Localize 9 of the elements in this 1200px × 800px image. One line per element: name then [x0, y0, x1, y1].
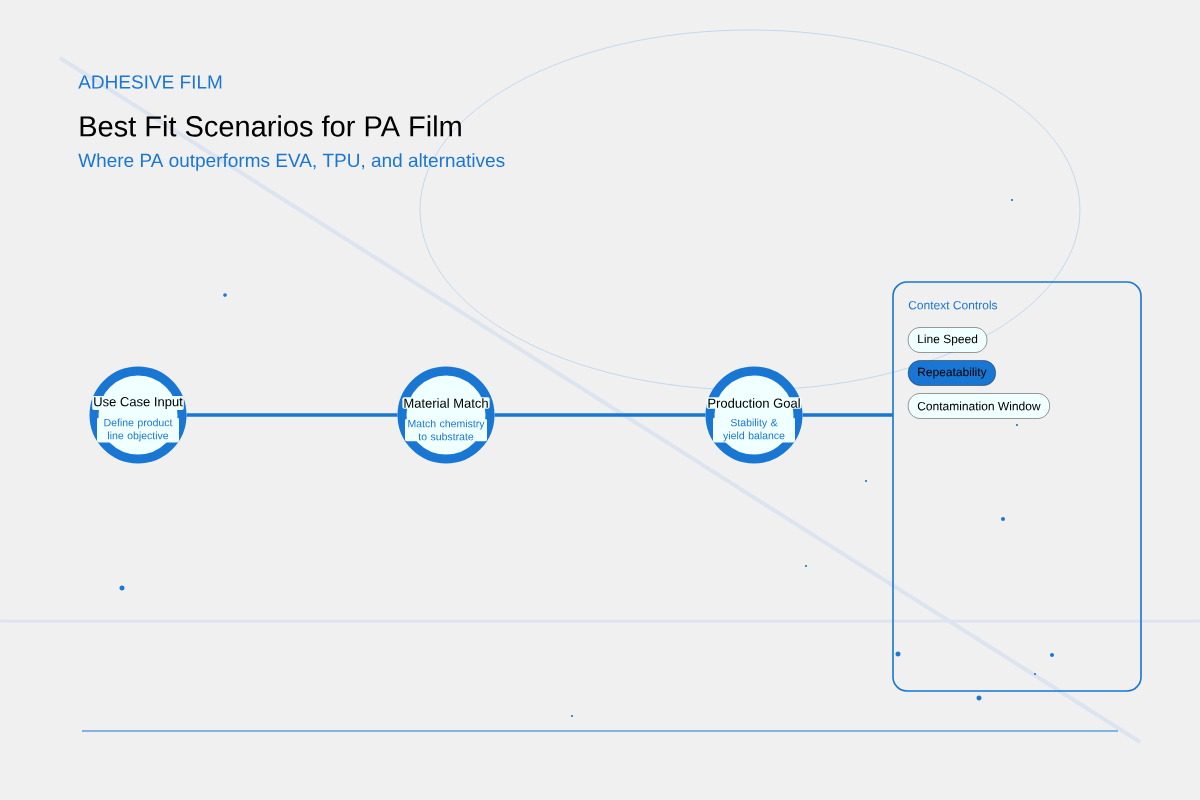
connector-line [802, 413, 893, 417]
connector-line [494, 413, 706, 417]
subtitle: Where PA outperforms EVA, TPU, and alternatives [78, 153, 505, 171]
toggle-pill: Line Speed [908, 327, 988, 353]
toggle-pill: Contamination Window [908, 393, 1050, 419]
title: Best Fit Scenarios for PA Film [80, 115, 461, 137]
toggle-pill: Repeatability [908, 360, 996, 386]
eyebrow-label: ADHESIVE FILM [78, 75, 222, 89]
connector-line [186, 413, 398, 417]
